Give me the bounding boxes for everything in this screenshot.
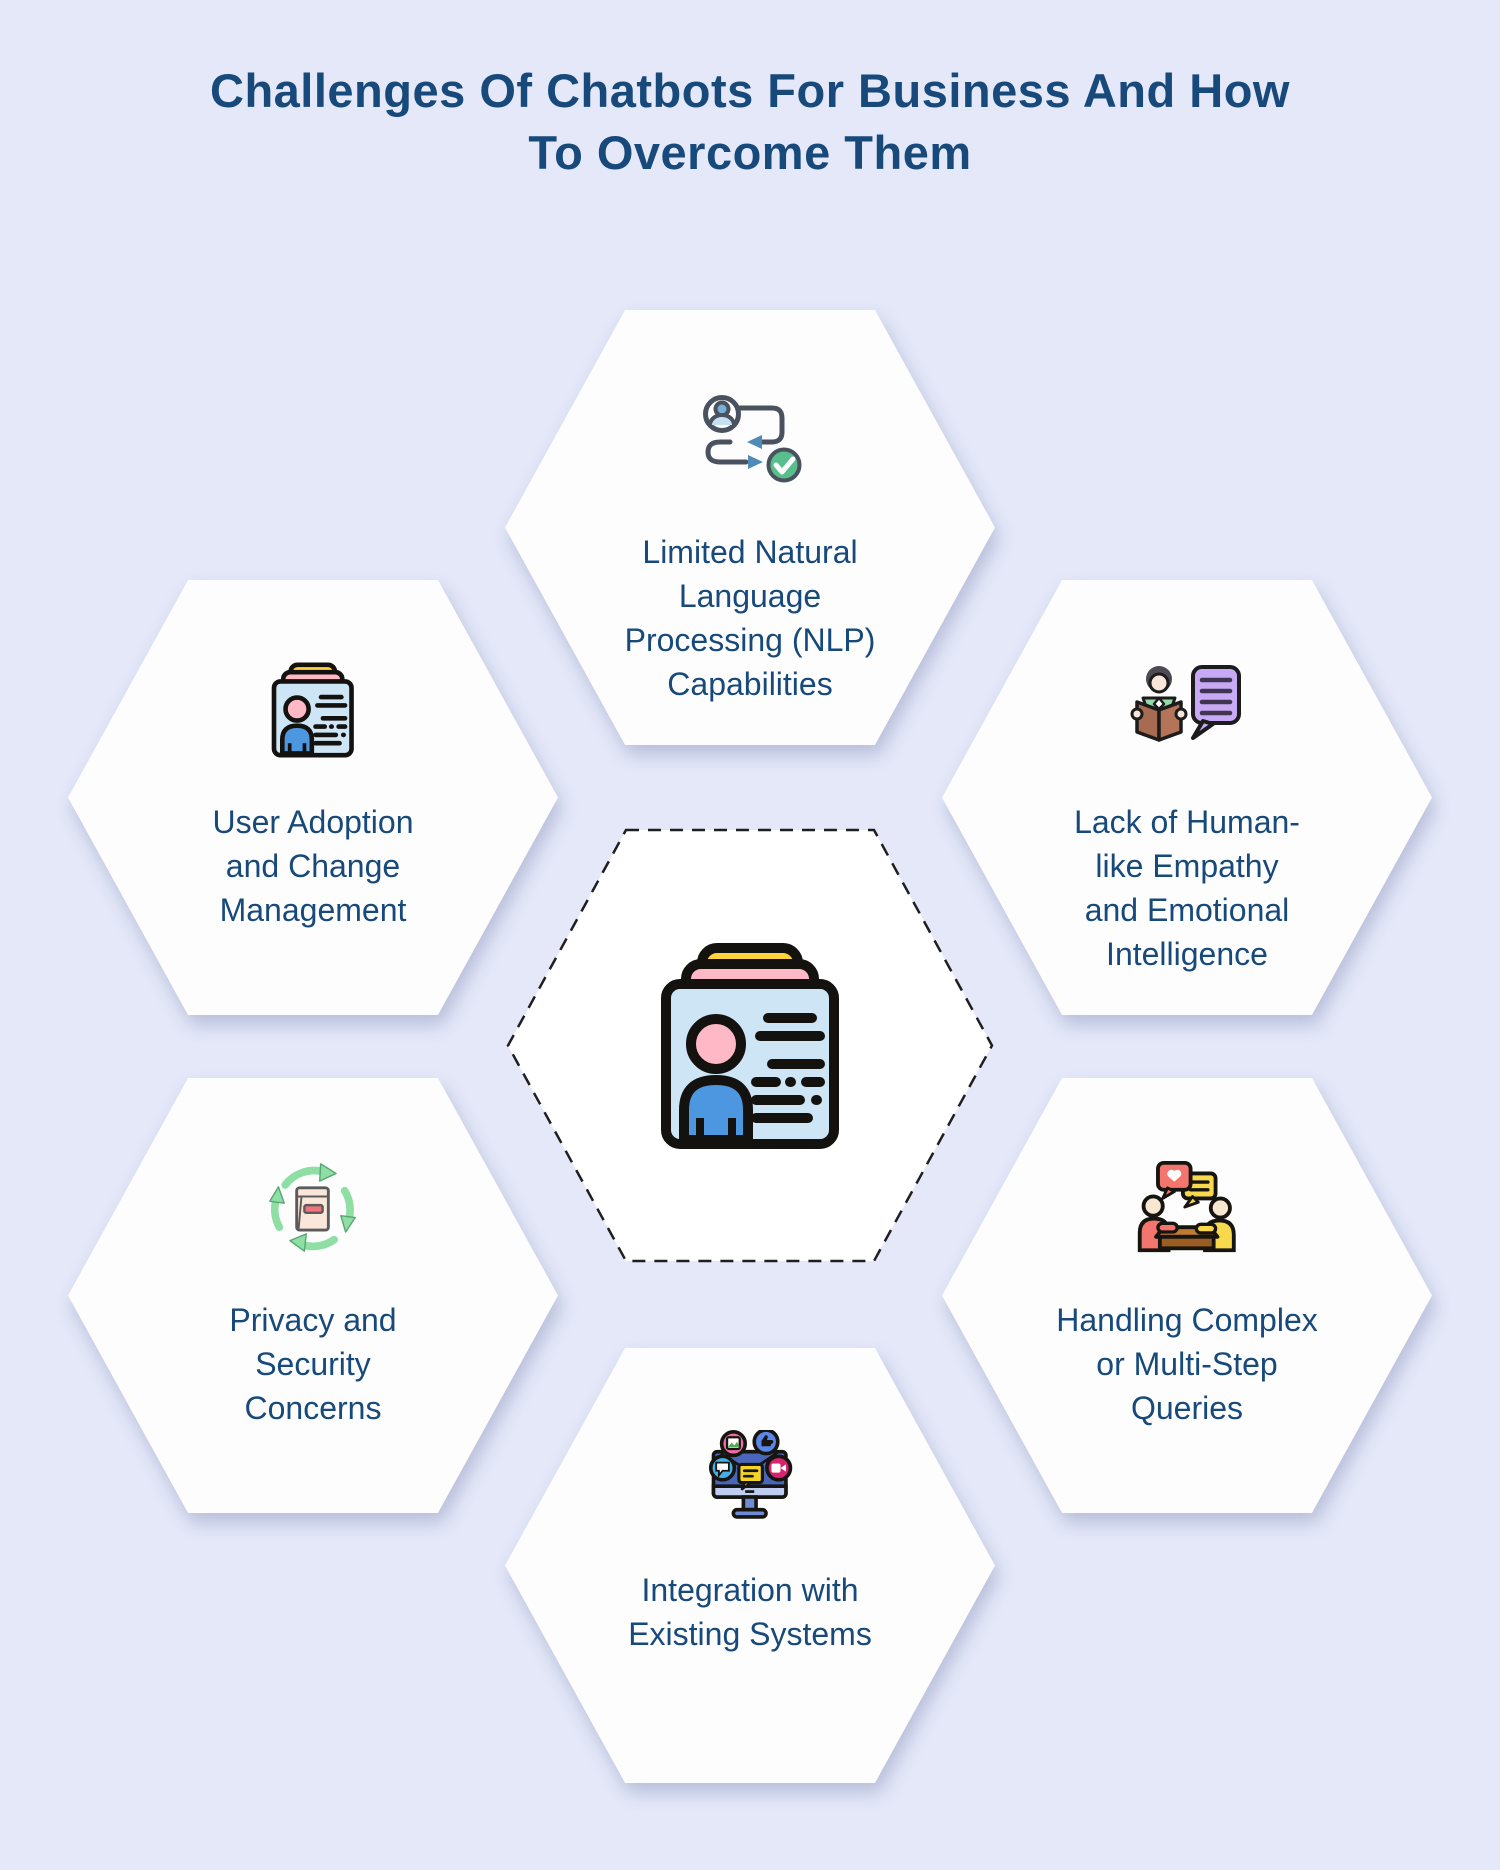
page-title: Challenges Of Chatbots For Business And …	[210, 64, 1290, 180]
id-card-icon	[640, 942, 860, 1150]
package-recycle-arrows-icon	[265, 1160, 361, 1256]
hex-shape	[942, 580, 1432, 1015]
hex-integration: Integration with Existing Systems	[505, 1348, 995, 1783]
hex-user-adoption: User Adoption and Change Management	[68, 580, 558, 1015]
id-card-icon	[262, 662, 364, 758]
hex-center	[505, 828, 995, 1263]
hex-privacy: Privacy and Security Concerns	[68, 1078, 558, 1513]
hex-shape	[505, 1348, 995, 1783]
person-reading-speech-bubble-icon	[1129, 662, 1245, 758]
hex-shape	[68, 580, 558, 1015]
hex-label-empathy: Lack of Human- like Empathy and Emotiona…	[1074, 804, 1300, 972]
monitor-social-apps-icon	[699, 1430, 800, 1526]
hex-label-privacy: Privacy and Security Concerns	[229, 1302, 397, 1426]
user-process-check-icon	[694, 392, 806, 488]
hex-shape	[942, 1078, 1432, 1513]
hex-nlp: Limited Natural Language Processing (NLP…	[505, 310, 995, 745]
hex-label-nlp: Limited Natural Language Processing (NLP…	[624, 534, 876, 702]
hex-label-integration: Integration with Existing Systems	[628, 1572, 872, 1652]
hex-empathy: Lack of Human- like Empathy and Emotiona…	[942, 580, 1432, 1015]
hex-shape	[68, 1078, 558, 1513]
hex-label-queries: Handling Complex or Multi-Step Queries	[1056, 1302, 1318, 1426]
people-conversation-icon	[1133, 1160, 1241, 1256]
hex-shape	[505, 310, 995, 745]
hex-queries: Handling Complex or Multi-Step Queries	[942, 1078, 1432, 1513]
hex-label-user-adoption: User Adoption and Change Management	[212, 804, 414, 928]
